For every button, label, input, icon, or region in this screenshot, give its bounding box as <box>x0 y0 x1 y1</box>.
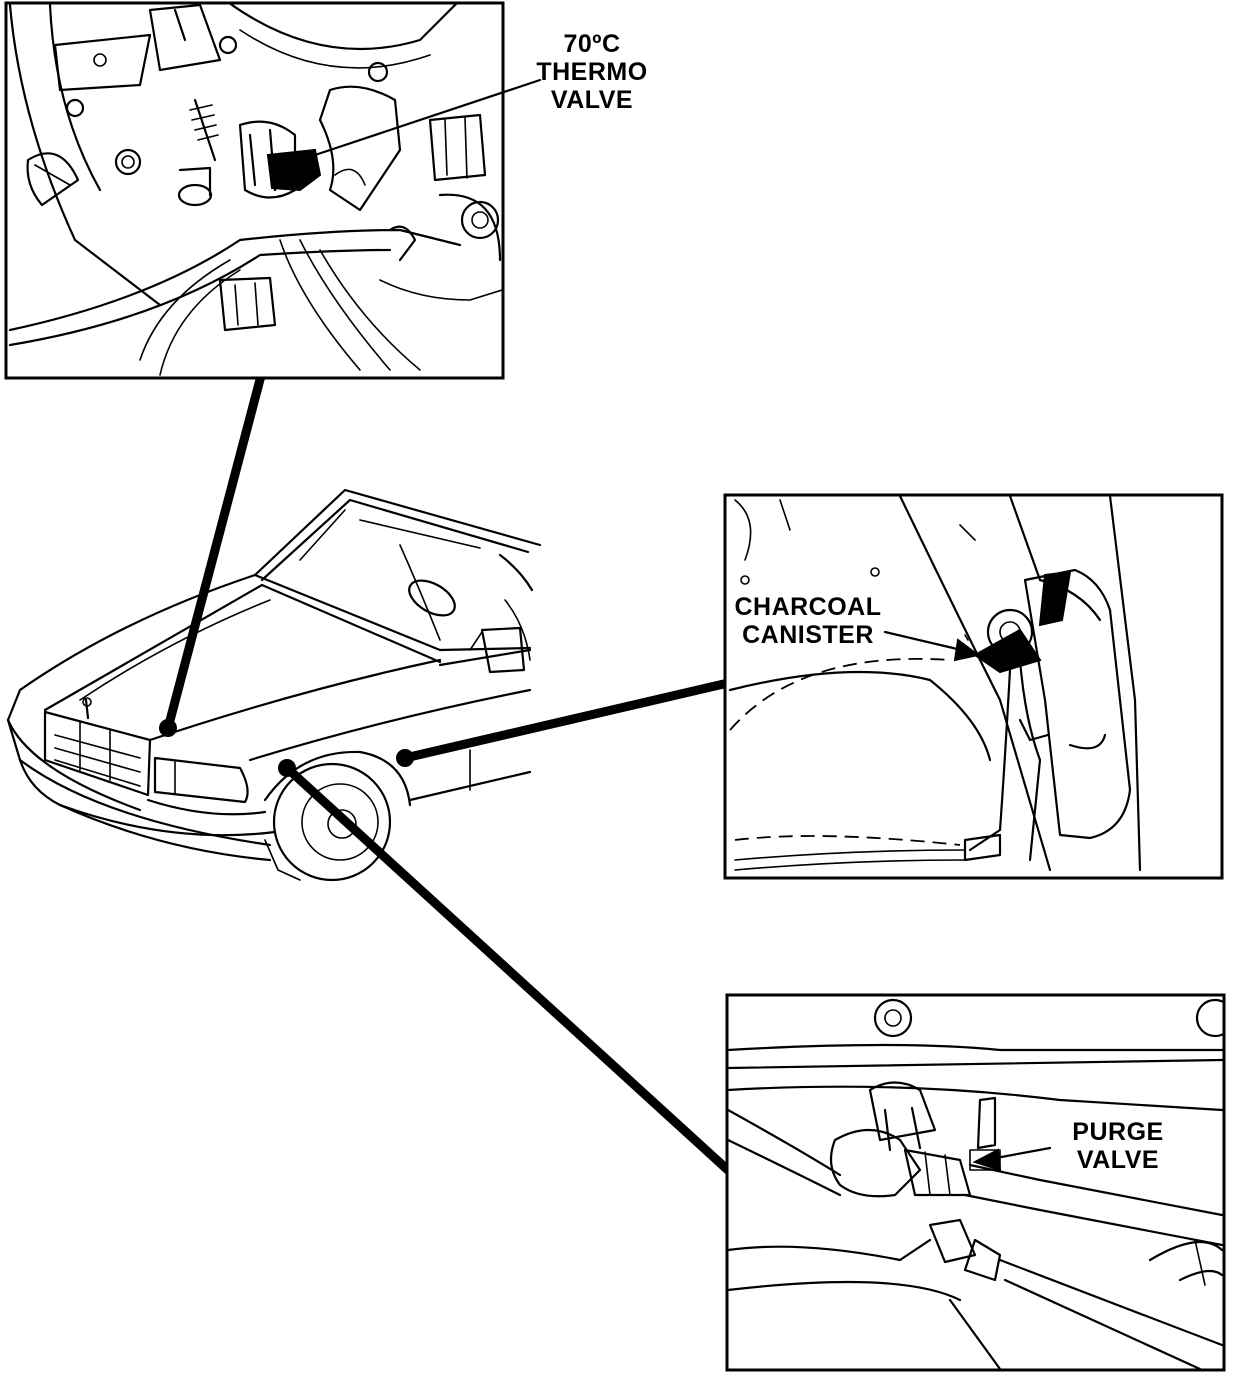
charcoal-canister-label-line1: CHARCOAL <box>734 593 881 621</box>
callout-dots <box>159 719 414 777</box>
leader-charcoal-canister <box>403 678 730 763</box>
leader-lines <box>163 370 734 1176</box>
dot-charcoal-canister <box>396 749 414 767</box>
leader-thermo-valve <box>163 370 267 730</box>
thermo-valve-label-line1: 70ºC <box>564 30 621 58</box>
dot-thermo-valve <box>159 719 177 737</box>
purge-valve-label-line1: PURGE <box>1072 1118 1163 1146</box>
sedan-illustration <box>6 488 542 882</box>
detail-charcoal-canister: CHARCOAL CANISTER <box>723 493 1224 880</box>
detail-purge-valve: PURGE VALVE <box>725 993 1226 1372</box>
thermo-valve-label-line3: VALVE <box>551 86 633 114</box>
charcoal-canister-label-line2: CANISTER <box>742 621 874 649</box>
thermo-valve-label-line2: THERMO <box>536 58 647 86</box>
purge-valve-label-line2: VALVE <box>1077 1146 1159 1174</box>
detail-engine-compartment: 70ºC THERMO VALVE <box>4 1 647 380</box>
dot-purge-valve <box>278 759 296 777</box>
leader-purge-valve <box>283 764 734 1176</box>
